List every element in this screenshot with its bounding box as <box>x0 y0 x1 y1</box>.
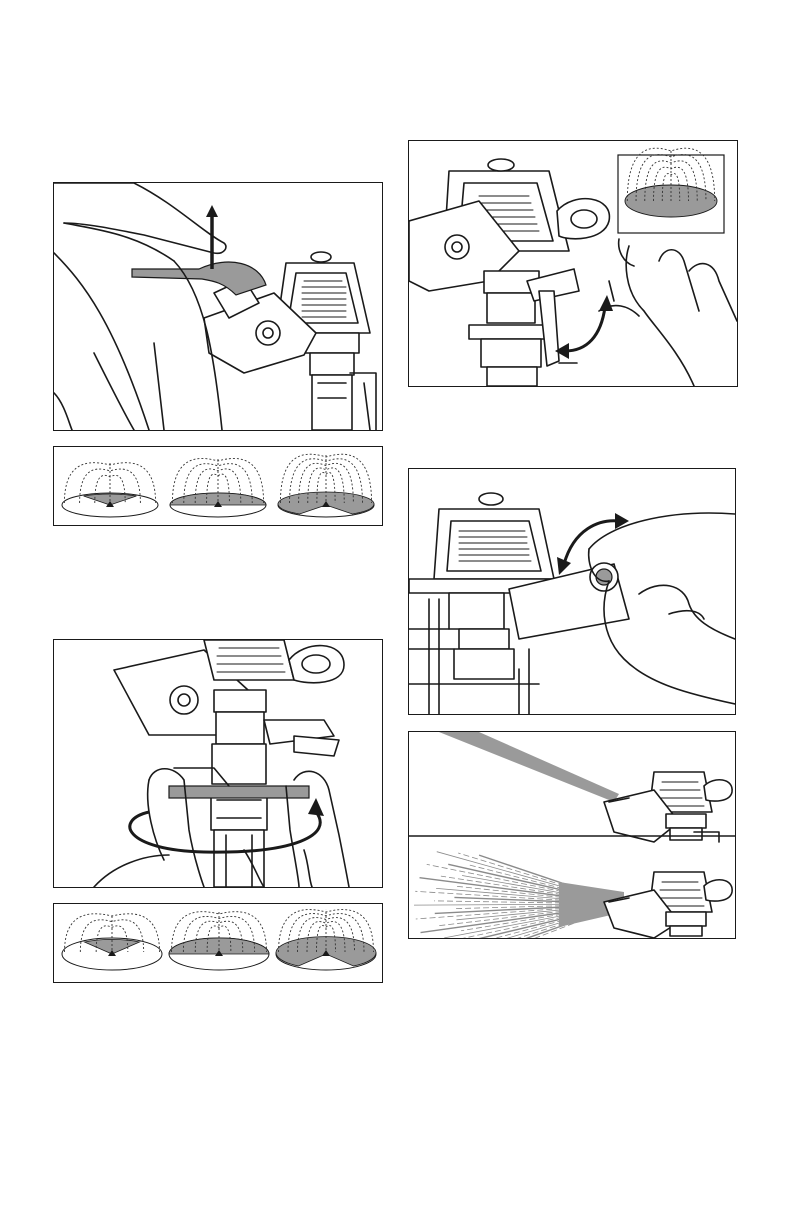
stream-diffused <box>414 852 624 938</box>
figure-deflector-screw-adjust <box>408 468 736 715</box>
spray-pattern-1 <box>62 463 158 517</box>
figure-spray-pattern-row-1 <box>53 446 383 526</box>
figure-nozzle-tab-adjust <box>53 182 383 431</box>
spray-pattern-6 <box>276 910 376 970</box>
spray-pattern-3 <box>278 454 374 517</box>
sprinkler-illustration <box>409 159 609 386</box>
spray-pattern-2 <box>170 458 266 517</box>
collar-band <box>169 786 309 798</box>
sprinkler-illustration <box>114 640 344 887</box>
sprinkler-illustration <box>409 493 629 714</box>
arrow-up-down-icon <box>206 205 218 269</box>
spray-pattern-5 <box>169 912 269 970</box>
figure-spray-pattern-row-2 <box>53 903 383 983</box>
figure-collar-rotation <box>53 639 383 888</box>
figure-stream-comparison <box>408 731 736 939</box>
hand-illustration <box>599 239 737 386</box>
stream-focused <box>439 732 732 842</box>
hand-illustration <box>54 183 226 430</box>
figure-trip-pin-flip <box>408 140 738 387</box>
spray-pattern-4 <box>62 914 162 970</box>
curved-arrow-icon <box>555 295 613 359</box>
